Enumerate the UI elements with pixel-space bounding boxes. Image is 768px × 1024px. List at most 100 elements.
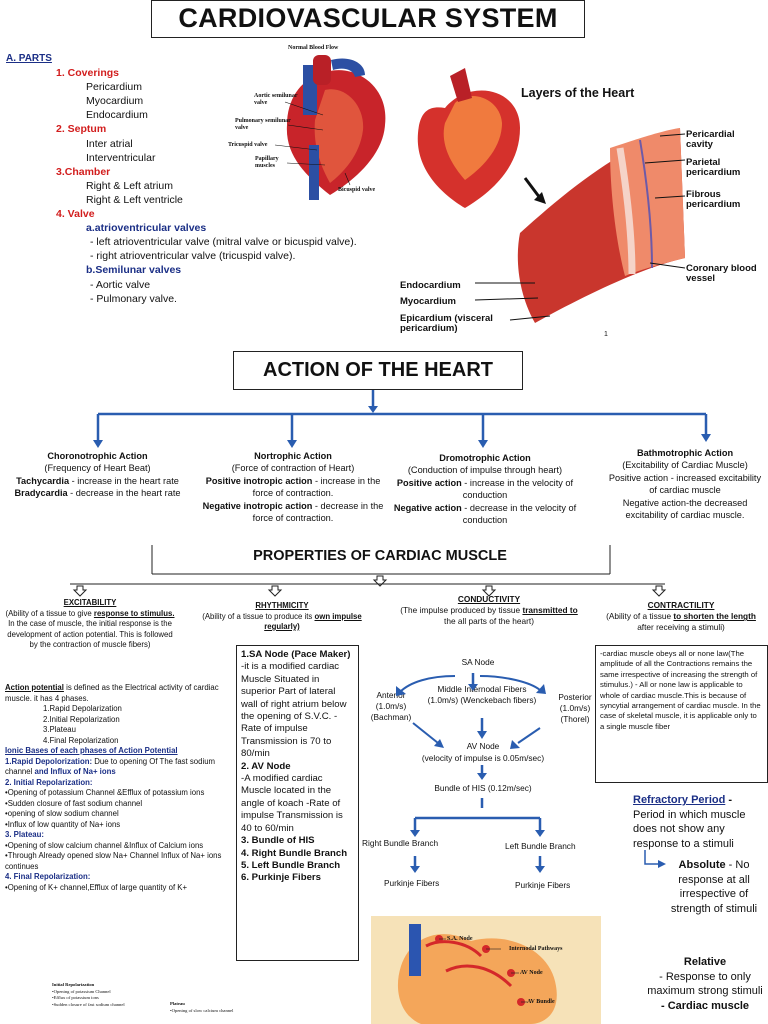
arrow-to-absolute <box>644 850 666 868</box>
label-bicuspid-valve: Bicuspid valve <box>338 187 376 193</box>
label-myocardium: Myocardium <box>400 296 456 307</box>
cond-his: Bundle of HIS (0.12m/sec) <box>434 783 532 793</box>
label-pericardial-cavity: Pericardial cavity <box>686 129 735 150</box>
phase2-item: •Sudden closure of fast sodium channel <box>5 798 143 808</box>
excitability-title: EXCITABILITY <box>63 598 117 607</box>
chrono-sub: (Frequency of Heart Beat) <box>44 463 151 474</box>
cond-sa-node: SA Node <box>461 657 495 667</box>
sl-valves-heading: b.Semilunar valves <box>86 264 182 277</box>
action-heading: ACTION OF THE HEART <box>233 351 523 390</box>
rhythm-item: 4. Right Bundle Branch <box>241 847 348 859</box>
conductivity-def-u: transmitted to <box>522 605 578 616</box>
properties-frame <box>70 545 667 597</box>
phase1-title: 1.Rapid Depolorization: <box>5 756 93 766</box>
label-fibrous-pericardium: Fibrous pericardium <box>686 189 741 210</box>
chrono-title: Choronotrophic Action <box>47 451 148 461</box>
rhythmicity-box: 1.SA Node (Pace Maker) -it is a modified… <box>236 645 359 961</box>
cond-av-velocity: (velocity of impulse is 0.05m/sec) <box>421 753 545 763</box>
phase4-title: 4. Final Repolarization: <box>5 872 91 881</box>
mini-right-line: Plateau <box>170 1001 185 1006</box>
dromo-negative-label: Negative action <box>393 502 462 513</box>
label-papillary-muscles: Papillary muscles <box>255 156 279 169</box>
phase3-item: •Opening of slow calcium channel &Influx… <box>5 840 204 850</box>
sa-node-text: -it is a modified cardiac Muscle Situate… <box>241 661 347 760</box>
diag-label-sa: S.A. Node <box>447 936 473 942</box>
action-potential-term: Action potential <box>5 683 64 692</box>
absolute-text: - No response at all irrespective of str… <box>670 859 758 915</box>
excitability-def-a: (Ability of a tissue to give <box>5 608 94 618</box>
septum-item: Interventricular <box>86 151 156 164</box>
mini-left-line: Initial Repolarization <box>52 982 95 987</box>
excitability-header: EXCITABILITY (Ability of a tissue to giv… <box>5 598 175 651</box>
dromo-positive-text: - increase in the velocity of conduction <box>461 477 574 501</box>
label-tricuspid-valve: Tricuspid valve <box>228 142 268 148</box>
bradycardia-label: Bradycardia <box>14 488 68 499</box>
action-potential-section: Action potential is defined as the Elect… <box>5 683 233 893</box>
nortro-action: Nortrophic Action (Force of contraction … <box>196 450 390 524</box>
nortro-title: Nortrophic Action <box>254 451 332 461</box>
ionic-bases-title: Ionic Bases of each phases of Action Pot… <box>5 746 178 755</box>
label-coronary-vessel: Coronary blood vessel <box>686 263 757 284</box>
diag-label-av: AV Node <box>520 970 543 976</box>
bathmo-title: Bathmotrophic Action <box>636 448 734 458</box>
excitability-def-u: response to stimulus. <box>93 608 175 618</box>
positive-inotropic-text: - increase in the force of contraction. <box>252 475 381 499</box>
absolute-section: Absolute - No response at all irrespecti… <box>660 858 768 916</box>
rhythm-item: 3. Bundle of HIS <box>241 835 315 847</box>
conductivity-header: CONDUCTIVITY (The impulse produced by ti… <box>399 594 579 628</box>
cond-purkinje-1: Purkinje Fibers <box>384 878 440 888</box>
contractility-title: CONTRACTILITY <box>647 600 715 610</box>
coverings-heading: 1. Coverings <box>56 67 120 80</box>
negative-inotropic-text: - decrease in the force of contraction. <box>252 500 384 524</box>
sl-valve-item: - Pulmonary valve. <box>90 292 177 305</box>
phase-item: 4.Final Repolarization <box>43 735 119 745</box>
phase4-item: •Opening of K+ channel,Efflux of large q… <box>5 882 188 892</box>
septum-item: Inter atrial <box>86 137 133 150</box>
bathmo-negative: Negative action-the decreased excitabili… <box>622 497 748 521</box>
refractory-text: Period in which muscle does not show any… <box>633 808 746 850</box>
cond-middle: Middle Internodal Fibers (1.0m/s) (Wenck… <box>427 684 537 706</box>
cond-lbb: Left Bundle Branch <box>505 841 576 851</box>
phase-item: 3.Plateau <box>43 725 76 734</box>
bathmo-positive: Positive action - increased excitability… <box>608 472 762 496</box>
cond-purkinje-2: Purkinje Fibers <box>515 880 571 890</box>
all-or-none-box: -cardiac muscle obeys all or none law(Th… <box>595 645 768 783</box>
phase-item: 2.Initial Repolarization <box>43 714 120 724</box>
tachycardia-label: Tachycardia <box>16 475 70 486</box>
septum-heading: 2. Septum <box>56 123 107 136</box>
valve-heading: 4. Valve <box>56 208 95 221</box>
relative-text: - Response to only maximum strong stimul… <box>647 970 763 998</box>
parts-heading: A. PARTS <box>6 53 52 64</box>
properties-heading: PROPERTIES OF CARDIAC MUSCLE <box>253 548 507 564</box>
action-potential-def: is defined as the Electrical activity of… <box>5 683 219 703</box>
covering-item: Pericardium <box>86 81 143 94</box>
contractility-def-b: after receiving a stimuli) <box>637 622 725 633</box>
label-aortic-valve: Aortic semilunar valve <box>254 93 298 106</box>
label-pulmonary-valve: Pulmonary semilunar valve <box>235 118 291 131</box>
rhythm-item: 5. Left Bundle Branch <box>241 859 341 871</box>
blood-flow-title: Normal Blood Flow <box>288 45 339 51</box>
phase2-item: •opening of slow sodium channel <box>5 809 119 818</box>
contractility-header: CONTRACTILITY (Ability of a tissue to sh… <box>598 600 764 634</box>
mini-left-line: •Efflux of potassium ions <box>52 995 99 1000</box>
phase1-bold: and Influx of Na+ ions <box>34 767 116 776</box>
conductivity-def-a: (The impulse produced by tissue <box>400 605 523 616</box>
sa-node-title: 1.SA Node (Pace Maker) <box>241 649 351 660</box>
cond-rbb: Right Bundle Branch <box>362 838 439 848</box>
av-valves-heading: a.atrioventricular valves <box>86 222 207 235</box>
bradycardia-text: - decrease in the heart rate <box>67 488 181 499</box>
cond-posterior: Posterior (1.0m/s) (Thorel) <box>558 692 592 725</box>
relative-title: Relative <box>683 956 727 968</box>
bathmo-action: Bathmotrophic Action (Excitability of Ca… <box>606 447 764 521</box>
excitability-def-b: In the case of muscle, the initial respo… <box>7 619 173 649</box>
rhythmicity-title: RHYTHMICITY <box>255 601 309 610</box>
cardiac-muscle-cut: - Cardiac muscle <box>660 999 750 1012</box>
sl-valve-item: - Aortic valve <box>90 278 151 291</box>
mini-chart-left: Initial Repolarization •Opening of potas… <box>52 982 132 1008</box>
conduction-diagram <box>371 916 601 1024</box>
contractility-def-u: to shorten the length <box>673 611 756 622</box>
parts-section: A. PARTS 1. Coverings Pericardium Myocar… <box>6 52 386 306</box>
rhythmicity-header: RHYTHMICITY (Ability of a tissue to prod… <box>196 601 368 633</box>
chamber-item: Right & Left atrium <box>86 179 173 192</box>
label-endocardium: Endocardium <box>400 280 461 291</box>
